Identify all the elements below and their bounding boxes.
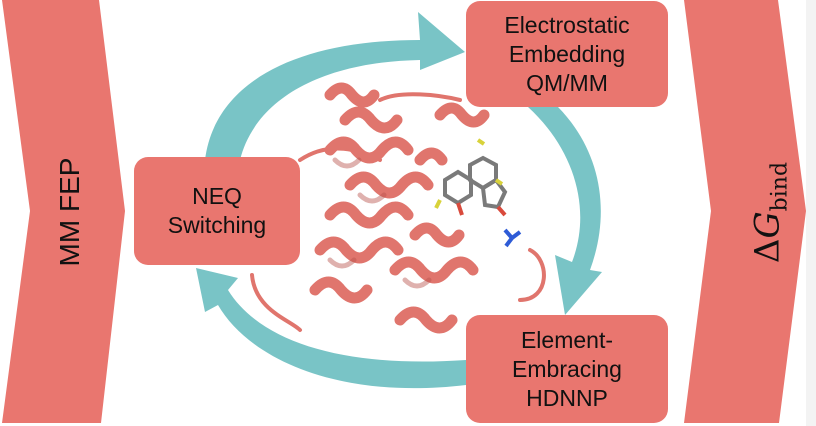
step-line: Embracing — [512, 355, 622, 382]
ligand-molecule — [434, 138, 508, 217]
arrow-neq-to-qmmm — [205, 12, 465, 160]
g-symbol: G — [747, 211, 788, 239]
bind-subscript: bind — [767, 161, 793, 212]
protein-structure-image — [250, 82, 546, 334]
step-line: HDNNP — [526, 384, 608, 411]
arginine-residue — [503, 228, 522, 248]
step-line: Switching — [167, 212, 267, 238]
right-margin — [806, 0, 816, 426]
arrow-hdnnp-to-neq — [196, 268, 466, 389]
step-line: Element- — [520, 326, 614, 353]
cycle-arrows — [196, 12, 602, 389]
step-electrostatic-embedding-qmmm: Electrostatic Embedding QM/MM — [466, 1, 668, 107]
step-element-embracing-hdnnp: Element- Embracing HDNNP — [466, 315, 668, 423]
step-line: NEQ — [192, 183, 242, 209]
step-line: QM/MM — [526, 69, 608, 96]
input-chevron — [2, 0, 125, 423]
step-neq-switching: NEQ Switching — [134, 157, 300, 265]
output-label-delta-g-bind: ΔGbind — [748, 133, 793, 293]
step-line: Embedding — [508, 40, 626, 67]
arrow-qmmm-to-hdnnp — [528, 107, 602, 315]
input-label-mm-fep: MM FEP — [54, 157, 85, 267]
output-chevron — [684, 0, 806, 423]
delta-symbol: Δ — [747, 238, 788, 264]
step-line: Electrostatic — [504, 11, 630, 38]
